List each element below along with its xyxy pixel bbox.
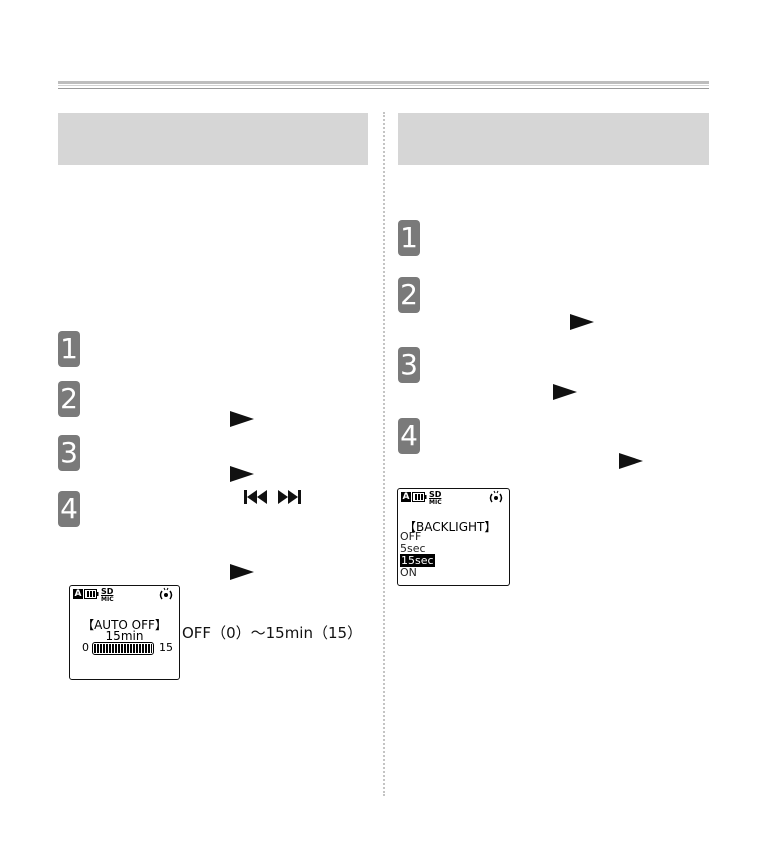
- lcd-title: 【BACKLIGHT】: [404, 520, 497, 534]
- lcd-value: 15min: [105, 629, 144, 643]
- auto-off-range-text: OFF（0）～15min（15）: [182, 624, 363, 642]
- play-icon: [619, 453, 643, 469]
- play-icon: [230, 411, 254, 427]
- wireless-icon: [489, 490, 503, 503]
- scale-min: 0: [82, 641, 89, 654]
- right-step-3: 3: [398, 347, 420, 383]
- battery-icon: [412, 492, 427, 502]
- play-icon: [570, 314, 594, 330]
- play-icon: [553, 384, 577, 400]
- backlight-option: ON: [400, 566, 417, 579]
- sd-label: SD: [429, 490, 442, 499]
- level-bar-fill: [94, 644, 152, 653]
- backlight-option: OFF: [400, 530, 422, 543]
- right-step-4: 4: [398, 418, 420, 454]
- lcd-title: 【AUTO OFF】: [82, 618, 167, 632]
- mode-icon: A: [73, 589, 83, 599]
- top-rule: [58, 81, 709, 84]
- right-section-header: [398, 113, 709, 165]
- auto-off-lcd: A SD MIC 【AUTO OFF】 15min 0 15: [69, 585, 180, 680]
- top-rule-dark: [58, 88, 709, 89]
- sd-label: SD: [101, 587, 114, 596]
- left-step-1: 1: [58, 331, 80, 367]
- column-divider: [383, 112, 385, 796]
- top-rule-light: [58, 85, 709, 86]
- left-step-4: 4: [58, 491, 80, 527]
- mic-label: MIC: [101, 596, 114, 603]
- mic-label: MIC: [429, 499, 442, 506]
- play-icon: [230, 466, 254, 482]
- right-step-2: 2: [398, 277, 420, 313]
- wireless-icon: [159, 587, 173, 600]
- play-icon: [230, 564, 254, 580]
- scale-max: 15: [159, 641, 173, 654]
- skip-back-icon: [244, 490, 267, 504]
- backlight-option: 5sec: [400, 542, 426, 555]
- left-step-3: 3: [58, 435, 80, 471]
- level-bar: [92, 642, 154, 655]
- mode-icon: A: [401, 492, 411, 502]
- left-section-header: [58, 113, 368, 165]
- left-step-2: 2: [58, 381, 80, 417]
- backlight-option: 15sec: [400, 554, 435, 567]
- skip-back-skip-forward-icons: [244, 490, 301, 504]
- right-step-1: 1: [398, 220, 420, 256]
- skip-forward-icon: [278, 490, 301, 504]
- battery-icon: [84, 589, 99, 599]
